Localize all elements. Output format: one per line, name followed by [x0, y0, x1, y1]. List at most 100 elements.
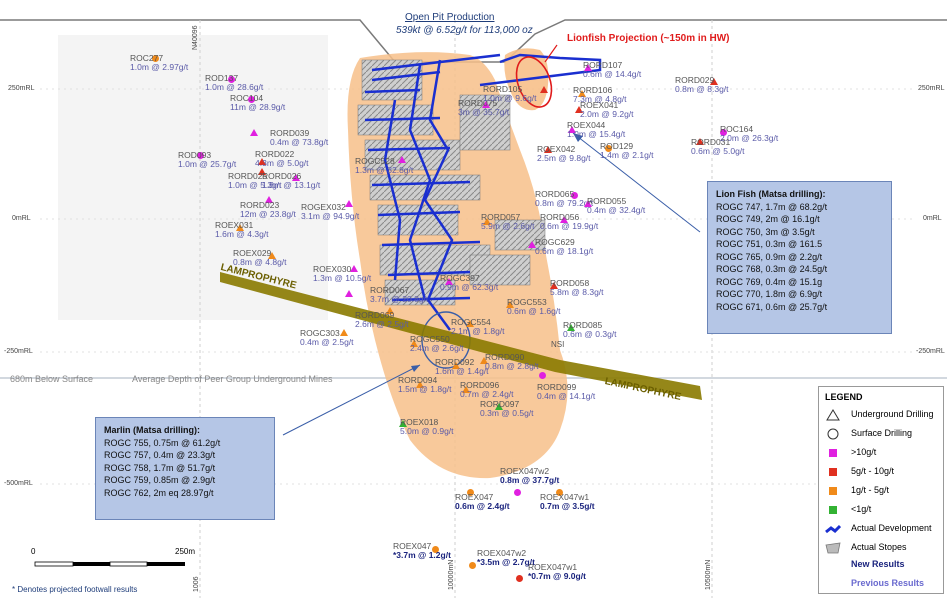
drill-hole-result: 1.6m @ 4.3g/t — [215, 229, 269, 239]
drill-hole-name: ROEX047w1 — [540, 492, 590, 502]
rl-0-right: 0mRL — [923, 215, 942, 222]
drill-hole-name: RORD107 — [583, 60, 623, 70]
drill-hole-name: ROEX047w1 — [528, 562, 578, 572]
marlin-line: ROGC 759, 0.85m @ 2.9g/t — [104, 475, 216, 485]
drill-hole-result: 0.6m @ 2.4g/t — [455, 501, 510, 511]
drill-hole-result: 0.6m @ 1.6g/t — [507, 306, 561, 316]
drill-hole-result: 1.0m @ 25.7g/t — [178, 159, 237, 169]
drill-hole-name: ROEX031 — [215, 220, 254, 230]
drill-hole-triangle-marker — [416, 381, 424, 388]
drill-hole-result: 0.7m @ 3.5g/t — [540, 501, 595, 511]
background-block — [58, 35, 328, 320]
drill-hole-name: RORD067 — [370, 285, 410, 295]
drill-hole-circle-marker — [720, 129, 727, 136]
drill-hole-triangle-marker — [345, 200, 353, 207]
open-pit-subtitle: 539kt @ 6.52g/t for 113,000 oz — [396, 25, 533, 36]
drill-hole-triangle-marker — [258, 158, 266, 165]
drill-hole-triangle-marker — [578, 90, 586, 97]
drill-hole-name: ROD093 — [178, 150, 212, 160]
lionfish-line: ROGC 768, 0.3m @ 24.5g/t — [716, 264, 828, 274]
drill-hole-result: 2.6m @ 2.5g/t — [355, 319, 409, 329]
drill-hole-result: 0.8m @ 37.7g/t — [500, 475, 560, 485]
drill-hole-triangle-marker — [236, 224, 244, 231]
orange-square-icon — [829, 487, 837, 495]
drill-hole-result: 0.9m @ 62.3g/t — [440, 282, 499, 292]
marlin-results-box: Marlin (Matsa drilling): ROGC 755, 0.75m… — [95, 417, 275, 520]
drill-hole-result: 3.1m @ 94.9g/t — [301, 211, 360, 221]
legend-label: Actual Stopes — [851, 542, 907, 552]
development-icon — [825, 524, 841, 534]
drill-hole-result: 3.7m @ 20.8g/t — [370, 294, 429, 304]
below-surface-label: 680m Below Surface — [10, 374, 94, 384]
open-pit-title: Open Pit Production — [405, 12, 495, 23]
drill-hole-triangle-marker — [528, 241, 536, 248]
drill-hole-name: RORD055 — [587, 196, 627, 206]
drill-hole-result: 0.4m @ 2.5g/t — [300, 337, 354, 347]
marlin-pointer — [282, 364, 421, 436]
drill-hole-name: ROGEX032 — [301, 202, 346, 212]
drill-hole-name: ROEX018 — [400, 417, 439, 427]
drill-hole-name: RORD039 — [270, 128, 310, 138]
legend-item-stopes: Actual Stopes — [819, 540, 943, 556]
drill-hole-name: ROEX041 — [580, 100, 619, 110]
drill-hole-label: ROEX047*3.7m @ 1.2g/t — [393, 542, 451, 560]
drill-hole-triangle-marker — [250, 129, 258, 136]
drill-hole-result: 5.9m @ 2.6g/t — [481, 221, 535, 231]
drill-hole-triangle-marker — [462, 386, 470, 393]
legend-item-1-5: 1g/t - 5g/t — [819, 483, 943, 499]
drill-hole-triangle-marker — [567, 324, 575, 331]
drill-hole-triangle-marker — [265, 196, 273, 203]
drill-hole-triangle-marker — [482, 101, 490, 108]
rl-m250-left: -250mRL — [4, 348, 33, 355]
drill-hole-result: 1.4m @ 2.1g/t — [600, 150, 654, 160]
drill-hole-triangle-marker — [540, 86, 548, 93]
drill-hole-result: 0.3m @ 0.5g/t — [480, 408, 534, 418]
legend-new-results: New Results — [851, 559, 905, 569]
drill-hole-name: RORD025 — [228, 171, 268, 181]
drill-hole-name: RORD022 — [255, 149, 295, 159]
drill-hole-name: RORD096 — [460, 380, 500, 390]
lionfish-line: ROGC 770, 1.8m @ 6.9g/t — [716, 289, 823, 299]
drill-hole-triangle-marker — [268, 252, 276, 259]
drill-hole-result: 1.8m @ 13.1g/t — [262, 180, 321, 190]
drill-hole-name: RORD065 — [535, 189, 575, 199]
drill-hole-result: 0.6m @ 0.3g/t — [563, 329, 617, 339]
drill-hole-result: 0.4m @ 73.8g/t — [270, 137, 329, 147]
drill-hole-result: 1.0m @ 28.6g/t — [205, 82, 264, 92]
lionfish-line: ROGC 769, 0.4m @ 15.1g — [716, 276, 823, 287]
drill-hole-name: RORD099 — [537, 382, 577, 392]
red-square-icon — [829, 468, 837, 476]
drill-hole-label: ROEX047w2*3.5m @ 2.7g/t — [477, 549, 535, 567]
drill-hole-result: 1.0m @ 15.4g/t — [567, 129, 626, 139]
drill-hole-circle-marker — [228, 76, 235, 83]
lionfish-line: ROGC 749, 2m @ 16.1g/t — [716, 214, 820, 224]
legend-label: <1g/t — [851, 504, 872, 514]
lionfish-projection-label: Lionfish Projection (~150m in HW) — [567, 33, 730, 44]
drill-hole-result: 2.0m @ 9.2g/t — [580, 109, 634, 119]
legend-title: LEGEND — [825, 392, 863, 402]
drill-hole-circle-marker — [605, 145, 612, 152]
drill-hole-name: ROC104 — [230, 93, 264, 103]
green-square-icon — [829, 506, 837, 514]
development — [364, 53, 602, 331]
drill-hole-result: 0.4m @ 32.4g/t — [587, 205, 646, 215]
